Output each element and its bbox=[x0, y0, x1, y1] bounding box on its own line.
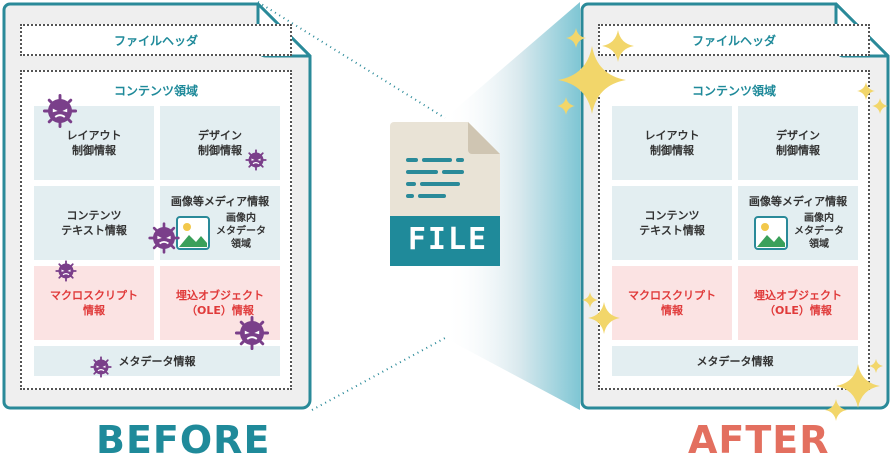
before-bottom-connector bbox=[311, 337, 446, 411]
file-icon bbox=[390, 122, 500, 266]
design-control-cell: デザイン 制御情報 bbox=[160, 106, 280, 180]
before-top-connector bbox=[257, 1, 446, 119]
image-icon bbox=[176, 216, 210, 250]
image-metadata-label: 画像内 メタデータ 領域 bbox=[794, 213, 844, 250]
content-area-box: コンテンツ領域 レイアウト 制御情報 デザイン 制御情報 コンテンツ テキスト情… bbox=[20, 70, 292, 390]
after-label: AFTER bbox=[688, 418, 830, 462]
content-area-title: コンテンツ領域 bbox=[113, 84, 198, 98]
image-metadata-label: 画像内 メタデータ 領域 bbox=[216, 213, 266, 250]
layout-control-cell: レイアウト 制御情報 bbox=[34, 106, 154, 180]
file-header-box: ファイルヘッダ bbox=[20, 24, 292, 56]
file-label: FILE bbox=[407, 222, 489, 257]
media-info-cell: 画像等メディア情報 画像内 メタデータ 領域 bbox=[738, 186, 858, 260]
file-header-box: ファイルヘッダ bbox=[598, 24, 870, 56]
embedded-object-cell: 埋込オブジェクト （OLE）情報 bbox=[160, 266, 280, 340]
content-area-box: コンテンツ領域 レイアウト 制御情報 デザイン 制御情報 コンテンツ テキスト情… bbox=[598, 70, 870, 390]
design-control-cell: デザイン 制御情報 bbox=[738, 106, 858, 180]
after-document: ファイルヘッダ コンテンツ領域 レイアウト 制御情報 デザイン 制御情報 コンテ… bbox=[580, 2, 890, 410]
before-document: ファイルヘッダ コンテンツ領域 レイアウト 制御情報 デザイン 制御情報 コンテ… bbox=[2, 2, 312, 410]
content-text-cell: コンテンツ テキスト情報 bbox=[612, 186, 732, 260]
macro-script-cell: マクロスクリプト 情報 bbox=[34, 266, 154, 340]
content-text-cell: コンテンツ テキスト情報 bbox=[34, 186, 154, 260]
media-info-cell: 画像等メディア情報 画像内 メタデータ 領域 bbox=[160, 186, 280, 260]
media-info-title: 画像等メディア情報 bbox=[748, 195, 848, 208]
before-label: BEFORE bbox=[96, 418, 271, 462]
content-area-title: コンテンツ領域 bbox=[691, 84, 776, 98]
media-info-title: 画像等メディア情報 bbox=[170, 195, 270, 208]
embedded-object-cell: 埋込オブジェクト （OLE）情報 bbox=[738, 266, 858, 340]
layout-control-cell: レイアウト 制御情報 bbox=[612, 106, 732, 180]
after-gradient-wedge bbox=[445, 2, 580, 410]
metadata-cell: メタデータ情報 bbox=[612, 346, 858, 376]
image-icon bbox=[754, 216, 788, 250]
metadata-cell: メタデータ情報 bbox=[34, 346, 280, 376]
macro-script-cell: マクロスクリプト 情報 bbox=[612, 266, 732, 340]
